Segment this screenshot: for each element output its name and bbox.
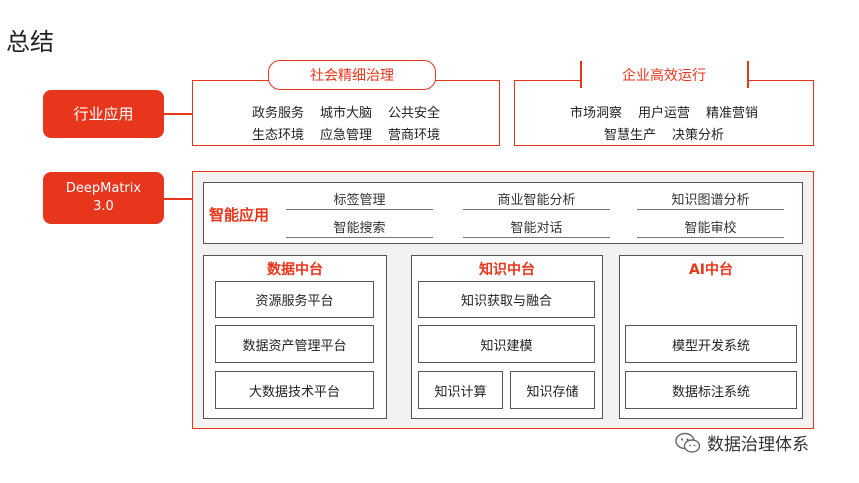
ai-model-development: 模型开发系统 [625, 325, 797, 363]
page-title: 总结 [6, 28, 54, 56]
social-governance-header: 社会精细治理 [268, 60, 436, 90]
app-item-knowledge-graph-analysis: 知识图谱分析 [637, 193, 784, 210]
ai-platform-title: AI中台 [688, 262, 734, 278]
social-item: 应急管理 [319, 128, 372, 143]
enterprise-operation-row2: 智慧生产 决策分析 [514, 124, 814, 143]
data-platform-resource-service: 资源服务平台 [215, 281, 374, 318]
enterprise-operation-header: 企业高效运行 [580, 61, 748, 89]
app-item-smart-dialog: 智能对话 [463, 221, 610, 238]
knowledge-storage: 知识存储 [510, 371, 595, 409]
social-governance-row2: 生态环境 应急管理 营商环境 [192, 124, 500, 143]
wechat-icon [675, 432, 701, 453]
deepmatrix-label-line2: 3.0 [93, 199, 114, 214]
app-item-smart-search: 智能搜索 [286, 221, 433, 238]
social-item: 城市大脑 [319, 106, 372, 121]
deepmatrix-label: DeepMatrix 3.0 [43, 172, 164, 224]
enterprise-item: 决策分析 [672, 128, 725, 143]
enterprise-header-bracket-right [747, 61, 749, 88]
knowledge-computing: 知识计算 [418, 371, 503, 409]
social-governance-row1: 政务服务 城市大脑 公共安全 [192, 102, 500, 121]
data-platform-title: 数据中台 [267, 262, 323, 278]
deepmatrix-label-line1: DeepMatrix [65, 181, 142, 196]
watermark-text: 数据治理体系 [707, 435, 809, 455]
enterprise-item: 市场洞察 [569, 106, 622, 121]
knowledge-acquisition-fusion: 知识获取与融合 [418, 281, 595, 318]
social-item: 公共安全 [388, 106, 441, 121]
app-item-smart-proofreading: 智能审校 [637, 221, 784, 238]
ai-data-annotation: 数据标注系统 [625, 371, 797, 409]
social-item: 政务服务 [251, 106, 304, 121]
smart-application-label: 智能应用 [209, 206, 270, 224]
enterprise-operation-row1: 市场洞察 用户运营 精准营销 [514, 102, 814, 121]
social-item: 营商环境 [388, 128, 441, 143]
knowledge-platform-title: 知识中台 [479, 262, 535, 278]
industry-connector-line [164, 113, 192, 115]
watermark: 数据治理体系 [675, 430, 809, 455]
enterprise-item: 精准营销 [706, 106, 759, 121]
industry-application-label: 行业应用 [43, 90, 164, 138]
enterprise-item: 智慧生产 [603, 128, 656, 143]
social-item: 生态环境 [251, 128, 304, 143]
enterprise-header-bracket-left [580, 61, 582, 88]
smart-application-panel [203, 182, 803, 244]
enterprise-item: 用户运营 [637, 106, 690, 121]
knowledge-modeling: 知识建模 [418, 325, 595, 363]
enterprise-operation-box [514, 80, 814, 146]
app-item-business-intelligence: 商业智能分析 [463, 193, 610, 210]
data-platform-big-data-tech: 大数据技术平台 [215, 371, 374, 409]
data-platform-asset-management: 数据资产管理平台 [215, 325, 374, 363]
app-item-tag-management: 标签管理 [286, 193, 433, 210]
deepmatrix-connector-line [164, 198, 192, 200]
